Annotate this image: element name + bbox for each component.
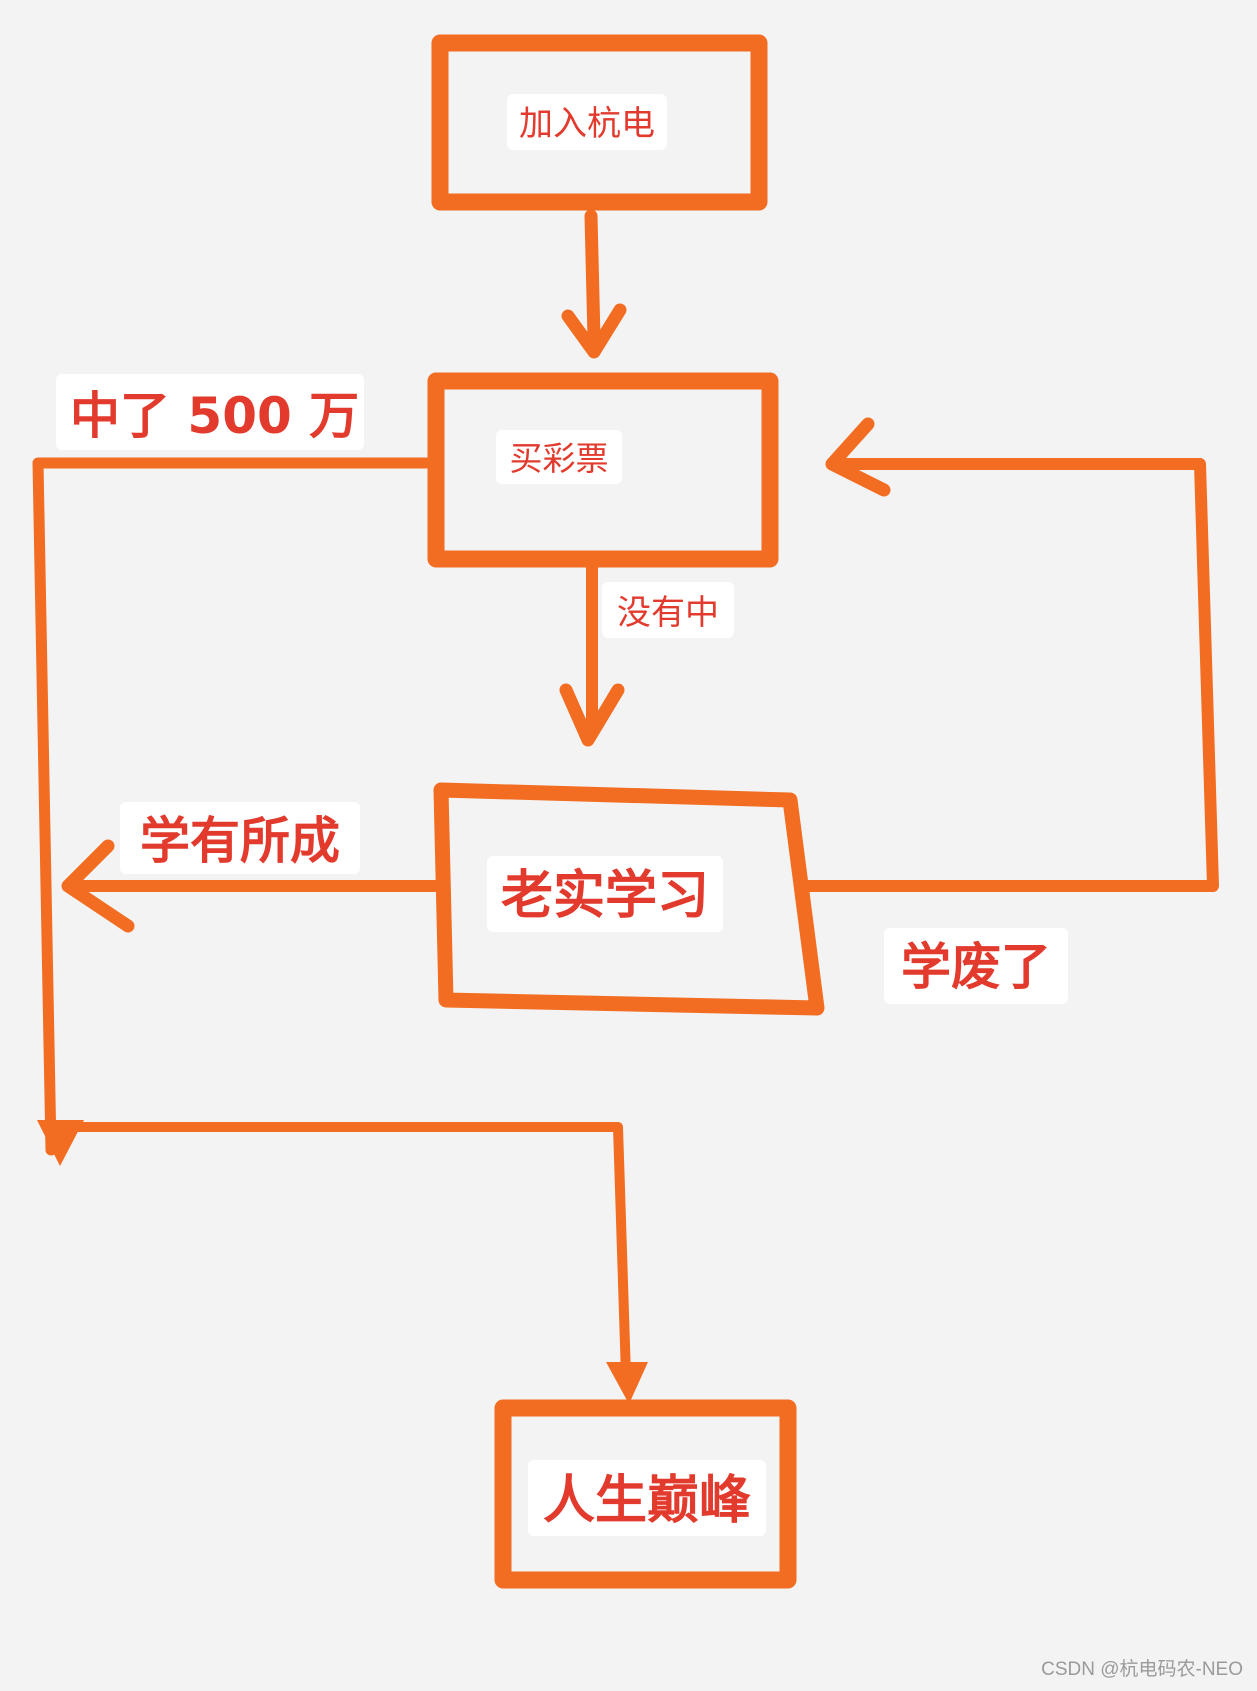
node-join-label-bg <box>507 94 667 150</box>
node-study-label-bg <box>487 856 723 932</box>
node-lottery-label: 买彩票 <box>510 439 609 478</box>
node-join-label: 加入杭电 <box>519 104 655 144</box>
edge-gave-up-label: 学废了 <box>901 938 1051 996</box>
edge-win-label: 中了 500 万 <box>70 387 359 445</box>
node-peak-label-bg <box>528 1460 766 1536</box>
edge-no-win-head <box>559 683 625 747</box>
edge-win: 中了 500 万 <box>32 374 432 1166</box>
edge-loop-back-head <box>825 417 891 497</box>
node-peak-box <box>494 1399 797 1589</box>
edge-to-peak <box>55 1122 648 1404</box>
arrow-join-to-lottery-head <box>561 303 627 359</box>
node-study-box <box>433 782 825 1016</box>
edge-learned-label: 学有所成 <box>140 812 340 870</box>
edge-win-line <box>32 457 432 1156</box>
node-lottery: 买彩票 <box>427 372 779 568</box>
arrow-join-to-lottery <box>561 209 627 359</box>
watermark: CSDN @杭电码农-NEO <box>1041 1659 1243 1680</box>
node-study: 老实学习 <box>433 782 825 1016</box>
edge-to-peak-line <box>55 1122 631 1381</box>
edge-to-peak-arrowhead <box>606 1362 648 1404</box>
node-join-box <box>431 34 768 211</box>
edge-learned: 学有所成 <box>61 802 440 933</box>
edge-loop-back-line <box>800 458 1219 892</box>
node-study-label: 老实学习 <box>501 866 709 926</box>
edge-loop-back <box>800 417 1219 892</box>
node-lottery-box <box>427 372 779 568</box>
node-join: 加入杭电 <box>431 34 768 211</box>
edge-gave-up-label-bg <box>884 928 1068 1004</box>
node-lottery-label-bg <box>496 430 622 484</box>
edge-no-win-label: 没有中 <box>617 593 719 633</box>
arrow-join-to-lottery-line <box>584 209 601 345</box>
node-peak: 人生巅峰 <box>494 1399 797 1589</box>
edge-gave-up: 学废了 <box>884 928 1068 1004</box>
edge-learned-head <box>61 839 135 933</box>
node-peak-label: 人生巅峰 <box>543 1471 751 1531</box>
edge-win-label-bg <box>56 374 364 450</box>
edge-no-win: 没有中 <box>559 561 734 747</box>
edge-learned-label-bg <box>120 802 360 874</box>
edge-no-win-label-bg <box>602 582 734 638</box>
